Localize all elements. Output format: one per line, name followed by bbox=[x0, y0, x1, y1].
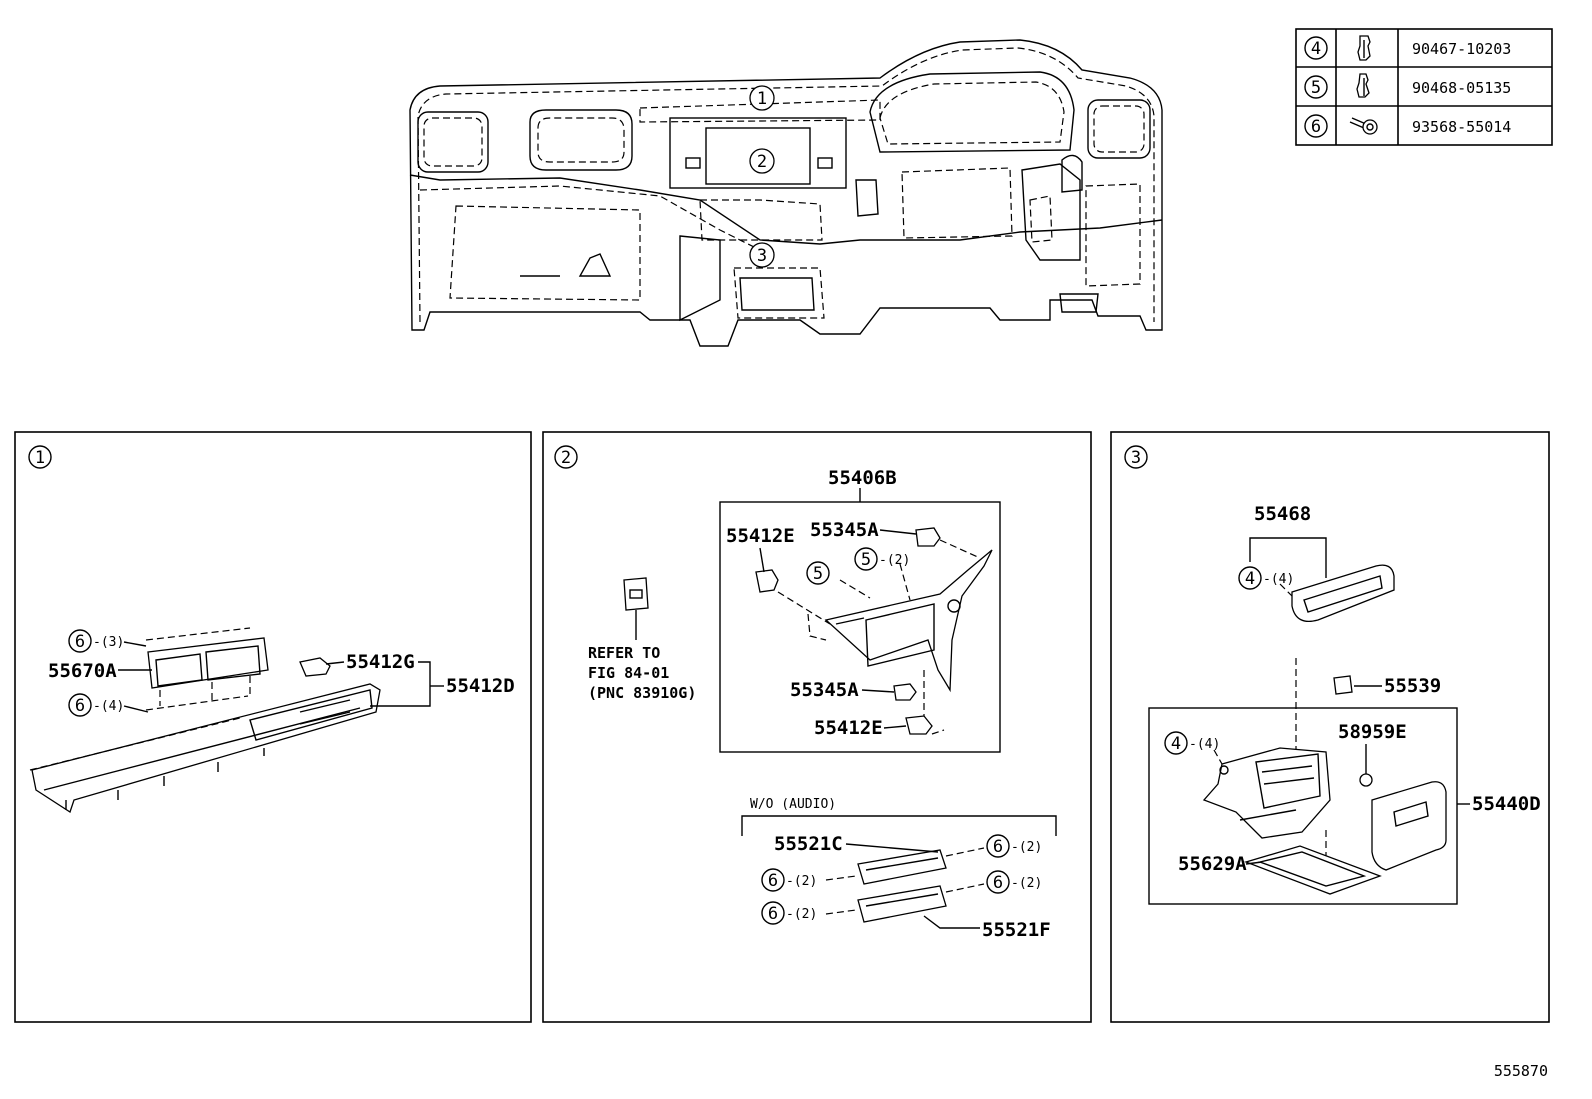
qty-label: -(4) bbox=[93, 699, 124, 714]
part-label-55521F: 55521F bbox=[982, 919, 1051, 941]
overview-callout-3: 3 bbox=[749, 242, 775, 268]
refer-text-line3: (PNC 83910G) bbox=[588, 684, 696, 702]
fastener-row-6: 6 93568-55014 bbox=[1304, 114, 1511, 138]
clip-icon bbox=[1357, 35, 1371, 61]
referenced-unit bbox=[623, 577, 649, 640]
blank-cover-55521C bbox=[857, 849, 947, 885]
part-label-55345A-bottom: 55345A bbox=[790, 679, 859, 701]
ref-circle: 6 bbox=[75, 696, 85, 716]
part-label-55345A-top: 55345A bbox=[810, 519, 879, 541]
panel-ref: 1 bbox=[35, 448, 45, 468]
clip-55412G bbox=[299, 657, 331, 677]
qty-label: -(4) bbox=[1263, 572, 1294, 587]
qty-label: -(2) bbox=[786, 907, 817, 922]
part-label-55539: 55539 bbox=[1384, 675, 1441, 697]
fastener-ref: 6 bbox=[1311, 117, 1321, 137]
ref-circle: 6 bbox=[993, 873, 1003, 893]
fastener-row-4: 4 90467-10203 bbox=[1304, 35, 1511, 61]
ref-circle: 5 bbox=[861, 550, 871, 570]
display-bezel bbox=[824, 549, 993, 693]
tray-55629A bbox=[1243, 845, 1382, 895]
ref-circle: 6 bbox=[993, 837, 1003, 857]
clip-left bbox=[755, 569, 779, 593]
assembly-box-55440D bbox=[1148, 707, 1458, 905]
dash-garnish-strip bbox=[29, 683, 381, 814]
variant-label: W/O (AUDIO) bbox=[750, 797, 836, 812]
svg-text:1: 1 bbox=[757, 89, 767, 109]
part-label-55412D: 55412D bbox=[446, 675, 515, 697]
blank-cover-55521F bbox=[857, 885, 947, 923]
ref-circle: 4 bbox=[1171, 734, 1181, 754]
pad-55539 bbox=[1333, 675, 1353, 695]
ref-circle: 6 bbox=[75, 632, 85, 652]
handle-frame bbox=[1291, 564, 1395, 623]
qty-label: -(2) bbox=[1011, 876, 1042, 891]
panel-ref: 3 bbox=[1131, 448, 1141, 468]
overview-callout-1: 1 bbox=[749, 85, 775, 111]
qty-label: -(2) bbox=[786, 874, 817, 889]
clip-icon bbox=[1356, 73, 1370, 98]
fastener-ref: 5 bbox=[1311, 78, 1321, 98]
qty-label: -(2) bbox=[879, 553, 910, 568]
glovebox-housing bbox=[1202, 747, 1331, 839]
panel-3: 3 55468 4 -(4) 55539 bbox=[1110, 431, 1550, 1023]
screw-icon bbox=[1349, 117, 1378, 135]
left-vent bbox=[417, 111, 489, 173]
fastener-part-number: 90468-05135 bbox=[1412, 79, 1511, 97]
part-label-55406B: 55406B bbox=[828, 467, 897, 489]
assembly-box-55406B bbox=[719, 501, 1001, 753]
part-label-55440D: 55440D bbox=[1472, 793, 1541, 815]
fastener-row-5: 5 90468-05135 bbox=[1304, 73, 1511, 99]
ref-circle: 5 bbox=[813, 564, 823, 584]
qty-label: -(4) bbox=[1189, 737, 1220, 752]
panel-1: 1 6 -(3) 55670A bbox=[14, 431, 532, 1023]
fastener-table: 4 90467-10203 5 90468-05135 6 bbox=[1295, 28, 1553, 146]
clip-mid bbox=[893, 683, 917, 701]
fastener-ref: 4 bbox=[1311, 39, 1321, 59]
refer-text-line2: FIG 84-01 bbox=[588, 664, 669, 682]
part-label-55670A: 55670A bbox=[48, 660, 117, 682]
svg-text:3: 3 bbox=[757, 246, 767, 266]
part-label-58959E: 58959E bbox=[1338, 721, 1407, 743]
qty-label: -(3) bbox=[93, 635, 124, 650]
part-label-55412G: 55412G bbox=[346, 651, 415, 673]
panel-2: 2 55406B 55412E 55345A 5 -(2) 5 bbox=[542, 431, 1092, 1023]
svg-text:2: 2 bbox=[757, 152, 767, 172]
part-label-55629A: 55629A bbox=[1178, 853, 1247, 875]
glovebox-door bbox=[1371, 781, 1447, 871]
part-label-55468: 55468 bbox=[1254, 503, 1311, 525]
fastener-part-number: 90467-10203 bbox=[1412, 40, 1511, 58]
fastener-part-number: 93568-55014 bbox=[1412, 118, 1511, 136]
part-label-55412E-top: 55412E bbox=[726, 525, 795, 547]
refer-text-line1: REFER TO bbox=[588, 644, 660, 662]
dashboard-overview: 1 2 3 bbox=[409, 39, 1163, 347]
center-stack bbox=[679, 199, 825, 322]
switch-module bbox=[145, 627, 269, 711]
cushion-58959E bbox=[1359, 773, 1373, 787]
clip-top bbox=[915, 527, 941, 547]
ref-circle: 6 bbox=[768, 904, 778, 924]
ref-circle: 6 bbox=[768, 871, 778, 891]
ref-circle: 4 bbox=[1245, 569, 1255, 589]
qty-label: -(2) bbox=[1011, 840, 1042, 855]
part-label-55521C: 55521C bbox=[774, 833, 843, 855]
part-label-55412E-bottom: 55412E bbox=[814, 717, 883, 739]
overview-callout-2: 2 bbox=[749, 148, 775, 174]
clip-bottom bbox=[905, 715, 933, 735]
figure-number: 555870 bbox=[1494, 1062, 1548, 1080]
center-display bbox=[669, 117, 847, 189]
panel-ref: 2 bbox=[561, 448, 571, 468]
